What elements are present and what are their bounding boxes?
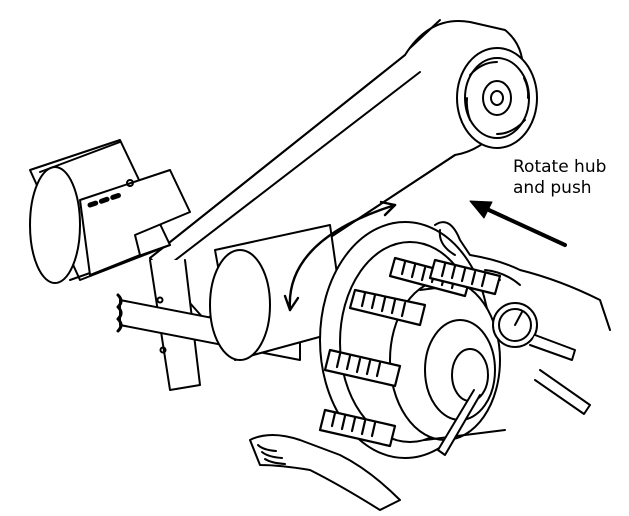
middle-cylinder (209, 224, 346, 361)
curved-double-arrow-icon (283, 200, 397, 312)
pulley-cap (456, 47, 538, 149)
left-hand (249, 434, 401, 511)
wheel-studs (318, 256, 502, 448)
stud (318, 408, 397, 448)
callout-line-1: Rotate hub (513, 157, 607, 177)
stud (323, 348, 402, 388)
arrow-icon (469, 200, 567, 247)
stud (348, 288, 427, 327)
mounting-bracket (79, 169, 201, 391)
callout-line-2: and push (513, 178, 592, 198)
stud (428, 258, 502, 296)
dial-indicator (437, 302, 591, 456)
callout-label: Rotate hub and push (513, 157, 606, 199)
right-hand (434, 221, 611, 331)
